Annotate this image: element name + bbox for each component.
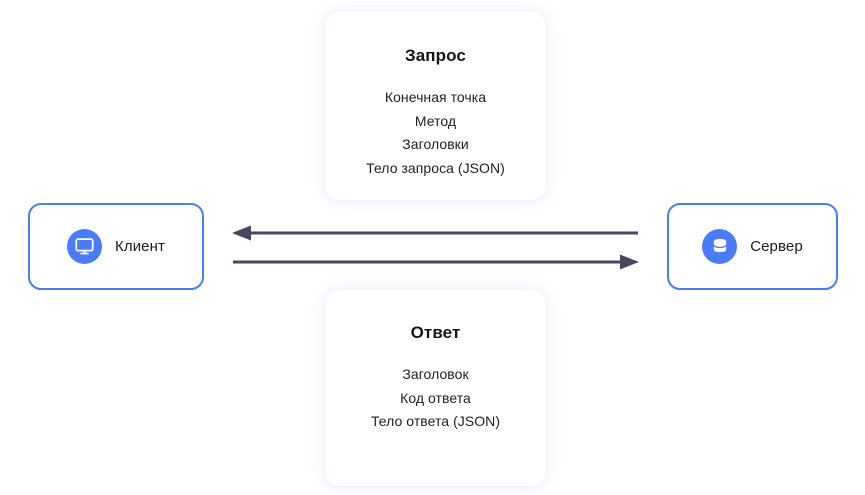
database-icon [702, 229, 738, 264]
response-line-header: Заголовок [402, 366, 469, 382]
request-card-lines: Конечная точка Метод Заголовки Тело запр… [325, 86, 546, 180]
request-line-headers: Заголовки [402, 136, 469, 152]
server-node: Сервер [667, 203, 838, 290]
client-node: Клиент [28, 203, 204, 290]
server-node-label: Сервер [750, 238, 803, 255]
response-line-body: Тело ответа (JSON) [370, 413, 501, 429]
client-node-label: Клиент [115, 238, 165, 255]
response-arrow [232, 225, 638, 241]
response-card: Ответ Заголовок Код ответа Тело ответа (… [325, 290, 546, 486]
request-arrow [233, 254, 639, 270]
request-line-body: Тело запроса (JSON) [366, 159, 505, 176]
monitor-icon [67, 229, 103, 264]
response-line-status-code: Код ответа [400, 389, 471, 406]
request-card-title: Запрос [405, 46, 466, 65]
response-card-lines: Заголовок Код ответа Тело ответа (JSON) [325, 363, 546, 434]
response-card-title: Ответ [410, 323, 461, 342]
request-line-method: Метод [414, 112, 457, 129]
request-line-endpoint: Конечная точка [384, 89, 487, 105]
request-card: Запрос Конечная точка Метод Заголовки Те… [325, 12, 546, 200]
